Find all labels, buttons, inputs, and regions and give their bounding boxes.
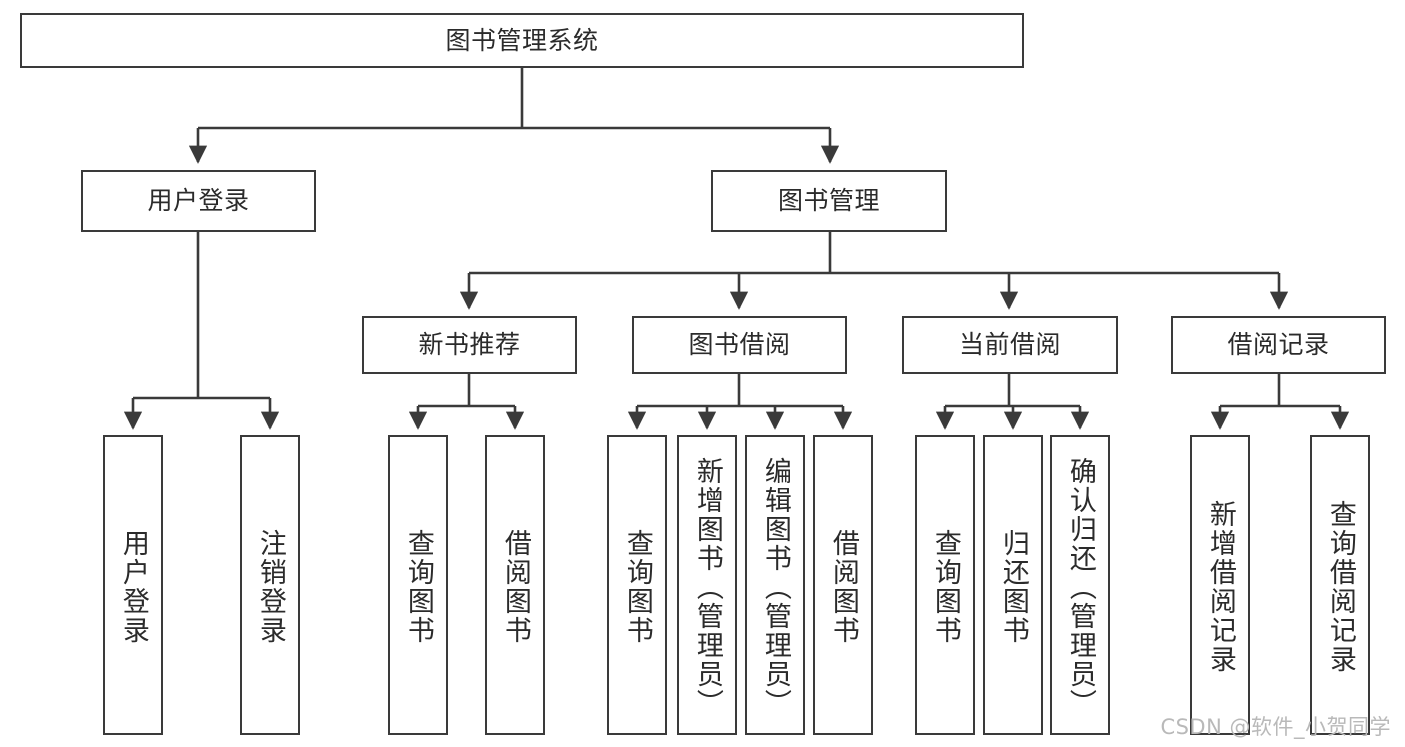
node-leaf-user-logout-label: 注销登录 bbox=[254, 529, 286, 645]
node-leaf-edit-book-admin-label: 编辑图书（管理员） bbox=[759, 456, 791, 718]
node-new-book-recommend-label: 新书推荐 bbox=[418, 330, 521, 360]
node-leaf-query-book-2[interactable]: 查询图书 bbox=[607, 435, 667, 735]
node-book-management-label: 图书管理 bbox=[777, 186, 880, 216]
node-user-login-label: 用户登录 bbox=[147, 186, 250, 216]
node-leaf-query-borrow-record-label: 查询借阅记录 bbox=[1324, 500, 1356, 674]
node-leaf-return-book[interactable]: 归还图书 bbox=[983, 435, 1043, 735]
node-leaf-user-login[interactable]: 用户登录 bbox=[103, 435, 163, 735]
node-current-borrow-label: 当前借阅 bbox=[958, 330, 1061, 360]
node-user-login[interactable]: 用户登录 bbox=[81, 170, 316, 232]
node-book-borrow[interactable]: 图书借阅 bbox=[632, 316, 847, 374]
node-leaf-add-book-admin[interactable]: 新增图书（管理员） bbox=[677, 435, 737, 735]
node-leaf-return-book-label: 归还图书 bbox=[997, 529, 1029, 645]
node-leaf-edit-book-admin[interactable]: 编辑图书（管理员） bbox=[745, 435, 805, 735]
node-leaf-confirm-return-admin[interactable]: 确认归还（管理员） bbox=[1050, 435, 1110, 735]
node-leaf-query-book-2-label: 查询图书 bbox=[621, 529, 653, 645]
node-new-book-recommend[interactable]: 新书推荐 bbox=[362, 316, 577, 374]
node-leaf-borrow-book-2-label: 借阅图书 bbox=[827, 529, 859, 645]
node-book-management[interactable]: 图书管理 bbox=[711, 170, 947, 232]
node-leaf-add-borrow-record-label: 新增借阅记录 bbox=[1204, 500, 1236, 674]
node-book-borrow-label: 图书借阅 bbox=[688, 330, 791, 360]
node-leaf-query-book-1[interactable]: 查询图书 bbox=[388, 435, 448, 735]
node-current-borrow[interactable]: 当前借阅 bbox=[902, 316, 1118, 374]
watermark-text: CSDN @软件_小贺同学 bbox=[1160, 715, 1391, 739]
node-leaf-user-login-label: 用户登录 bbox=[117, 529, 149, 645]
node-leaf-borrow-book-1-label: 借阅图书 bbox=[499, 529, 531, 645]
node-leaf-user-logout[interactable]: 注销登录 bbox=[240, 435, 300, 735]
node-leaf-query-book-3[interactable]: 查询图书 bbox=[915, 435, 975, 735]
node-borrow-records-label: 借阅记录 bbox=[1227, 330, 1330, 360]
node-leaf-query-book-1-label: 查询图书 bbox=[402, 529, 434, 645]
node-leaf-borrow-book-1[interactable]: 借阅图书 bbox=[485, 435, 545, 735]
node-root-label: 图书管理系统 bbox=[445, 25, 599, 55]
node-leaf-query-book-3-label: 查询图书 bbox=[929, 529, 961, 645]
node-leaf-query-borrow-record[interactable]: 查询借阅记录 bbox=[1310, 435, 1370, 735]
node-root[interactable]: 图书管理系统 bbox=[20, 13, 1024, 68]
node-leaf-add-borrow-record[interactable]: 新增借阅记录 bbox=[1190, 435, 1250, 735]
node-leaf-confirm-return-admin-label: 确认归还（管理员） bbox=[1064, 456, 1096, 718]
node-borrow-records[interactable]: 借阅记录 bbox=[1171, 316, 1386, 374]
node-leaf-borrow-book-2[interactable]: 借阅图书 bbox=[813, 435, 873, 735]
node-leaf-add-book-admin-label: 新增图书（管理员） bbox=[691, 456, 723, 718]
